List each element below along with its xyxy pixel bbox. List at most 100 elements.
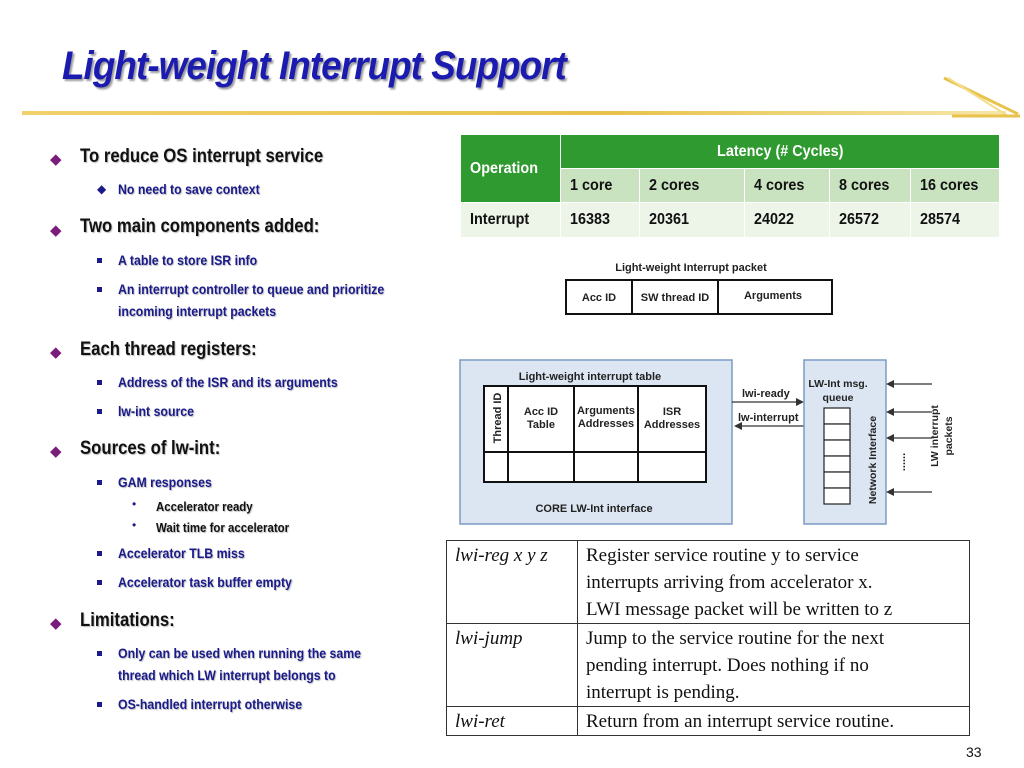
description-line: Jump to the service routine for the next (586, 628, 885, 649)
description-line: Return from an interrupt service routine… (586, 711, 895, 732)
diamond-bullet-icon: ◆ (50, 151, 62, 168)
acc-id-header: Acc ID (524, 406, 558, 418)
acc-table-header: Table (527, 419, 555, 431)
bullet-l2: No need to save context (118, 181, 260, 197)
arrow-left-icon (734, 422, 742, 430)
instruction-name: lwi-jump (446, 623, 578, 707)
diamond-bullet-icon: ◆ (50, 443, 62, 460)
bullet-l1: To reduce OS interrupt service (80, 146, 324, 167)
bullet-l2: Only can be used when running the same (118, 645, 362, 661)
operation-header: Operation (460, 134, 561, 203)
column-header: 8 cores (829, 168, 911, 203)
interrupt-table (483, 385, 707, 483)
bullet-l2: Accelerator TLB miss (118, 545, 245, 561)
isr-header: ISR (663, 406, 681, 418)
queue-title-2: queue (823, 392, 854, 404)
bullet-l2-continued: thread which LW interrupt belongs to (118, 667, 336, 683)
description-line: LWI message packet will be written to z (586, 599, 893, 620)
packet-box (565, 279, 833, 315)
arrow-left-icon (886, 408, 894, 416)
lwi-ready-label: lwi-ready (742, 388, 791, 400)
instruction-description: Jump to the service routine for the next… (577, 623, 970, 707)
description-line: pending interrupt. Does nothing if no (586, 655, 869, 676)
arrow-left-icon (886, 488, 894, 496)
value-cell: 26572 (829, 202, 911, 238)
lw-interrupt-label: lw-interrupt (738, 412, 799, 424)
value-cell: 28574 (910, 202, 1000, 238)
bullet-l1: Two main components added: (80, 216, 320, 237)
interrupt-table-title: Light-weight interrupt table (519, 371, 661, 383)
square-bullet-icon (97, 651, 102, 656)
latency-group-header: Latency (# Cycles) (560, 134, 1000, 169)
instruction-name: lwi-ret (446, 706, 578, 736)
title-underline (22, 111, 1006, 115)
arguments-addresses-header: Addresses (578, 418, 634, 430)
dot-bullet-icon: • (132, 518, 137, 532)
slide-title: Light-weight Interrupt Support (62, 44, 567, 88)
square-bullet-icon (97, 702, 102, 707)
square-bullet-icon (97, 287, 102, 292)
bullet-l2: GAM responses (118, 474, 212, 490)
core-interface-label: CORE LW-Int interface (535, 503, 652, 515)
diamond-bullet-icon: ◆ (50, 222, 62, 239)
instruction-description: Register service routine y to service in… (577, 540, 970, 624)
value-cell: 20361 (639, 202, 745, 238)
diamond-bullet-icon: ◆ (50, 344, 62, 361)
arguments-header: Arguments (577, 405, 635, 417)
square-bullet-icon (97, 480, 102, 485)
bullet-l3: Accelerator ready (156, 499, 253, 514)
bullet-l2: A table to store ISR info (118, 252, 258, 268)
lw-interrupt-packets-label: LW interrupt (929, 405, 941, 467)
packet-diagram: Light-weight Interrupt packet Acc ID SW … (565, 262, 833, 315)
diamond-bullet-icon: ◆ (97, 182, 107, 196)
arrow-left-icon (886, 434, 894, 442)
bullet-l2: lw-int source (118, 403, 194, 419)
page-number: 33 (966, 744, 982, 760)
description-line: Register service routine y to service (586, 545, 859, 566)
packet-title: Light-weight Interrupt packet (615, 262, 767, 274)
diamond-bullet-icon: ◆ (50, 615, 62, 632)
packet-field-sw-thread-id: SW thread ID (641, 292, 710, 304)
column-header: 2 cores (639, 168, 745, 203)
incoming-arrows (894, 383, 932, 493)
packet-field-acc-id: Acc ID (582, 292, 616, 304)
square-bullet-icon (97, 551, 102, 556)
bullet-l2: Accelerator task buffer empty (118, 574, 292, 590)
column-header: 16 cores (910, 168, 1000, 203)
square-bullet-icon (97, 380, 102, 385)
table-row: lwi-ret Return from an interrupt service… (446, 706, 970, 736)
value-cell: 24022 (744, 202, 830, 238)
latency-table: Operation Latency (# Cycles) 1 core 2 co… (460, 134, 1000, 238)
bullet-l3: Wait time for accelerator (156, 520, 290, 535)
description-line: interrupt is pending. (586, 682, 740, 703)
bullet-l1: Limitations: (80, 610, 175, 631)
ellipsis-label: ...... (896, 453, 908, 471)
value-cell: 16383 (560, 202, 640, 238)
isr-addresses-header: Addresses (644, 419, 700, 431)
description-line: interrupts arriving from accelerator x. (586, 572, 873, 593)
row-operation-cell: Interrupt (460, 202, 561, 238)
square-bullet-icon (97, 580, 102, 585)
queue-title: LW-Int msg. (808, 378, 867, 390)
table-row: Interrupt 16383 20361 24022 26572 28574 (460, 202, 1000, 238)
bullet-l2-continued: incoming interrupt packets (118, 303, 277, 319)
bullet-l2: An interrupt controller to queue and pri… (118, 281, 385, 297)
dot-bullet-icon: • (132, 497, 137, 511)
lwi-architecture-diagram: Light-weight interrupt table Thread ID A… (459, 359, 955, 525)
bullet-l2: OS-handled interrupt otherwise (118, 696, 303, 712)
lw-interrupt-packets-label-2: packets (943, 416, 955, 455)
network-interface-label: Network Interface (867, 416, 879, 504)
square-bullet-icon (97, 409, 102, 414)
instruction-name: lwi-reg x y z (446, 540, 578, 624)
message-queue (823, 407, 851, 505)
table-row: lwi-reg x y z Register service routine y… (446, 540, 970, 624)
table-row: lwi-jump Jump to the service routine for… (446, 623, 970, 707)
arrow-left-icon (886, 380, 894, 388)
bullet-l2: Address of the ISR and its arguments (118, 374, 338, 390)
column-header: 1 core (560, 168, 640, 203)
instruction-description: Return from an interrupt service routine… (577, 706, 970, 736)
thread-id-header: Thread ID (492, 393, 504, 444)
bullet-l1: Each thread registers: (80, 339, 257, 360)
instruction-table: lwi-reg x y z Register service routine y… (446, 540, 970, 736)
swoosh-decoration-icon (943, 76, 1020, 118)
